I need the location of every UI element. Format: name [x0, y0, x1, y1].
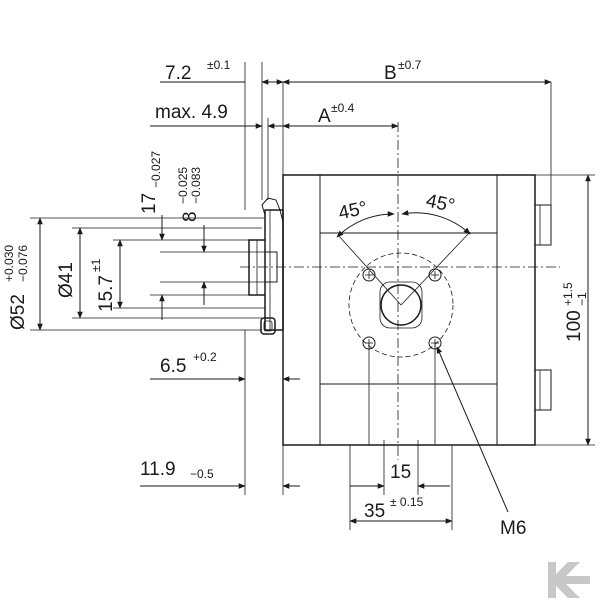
dim-41-value: Ø41 — [56, 262, 77, 298]
angle-45-right-label: 45° — [424, 190, 456, 217]
dim-max-4-9: max. 4.9 — [155, 102, 228, 123]
side-lugs — [534, 204, 552, 411]
angle-45-left-label: 45° — [337, 198, 369, 225]
dim-52-tol-upper: +0.030 — [2, 245, 16, 282]
dim-17-tol: −0.027 — [149, 151, 163, 188]
dim-8-tol-lower: −0.083 — [189, 167, 203, 204]
dim-B-value: B — [384, 63, 397, 84]
dim-100-value: 100 — [564, 310, 585, 342]
angle-arcs — [336, 210, 471, 238]
dim-B-tol: ±0.7 — [398, 58, 422, 72]
dim-11-9-tol: −0.5 — [190, 467, 214, 481]
port-bolt-pattern — [337, 231, 471, 358]
dim-11-9-value: 11.9 — [140, 459, 176, 480]
dim-15-value: 15 — [390, 462, 411, 483]
dim-35-value: 35 — [364, 501, 385, 522]
dim-A-tol: ±0.4 — [331, 101, 355, 115]
pump-body — [282, 174, 536, 446]
dim-52-value: Ø52 — [8, 294, 29, 330]
dim-100-tol-lower: −1 — [575, 292, 589, 306]
flange-shaft — [248, 197, 284, 335]
dim-15-7-tol: ±1 — [89, 258, 103, 272]
dim-lines-right — [535, 174, 595, 446]
brand-k-arrow-logo — [548, 562, 590, 598]
dim-lines-bottom — [140, 330, 509, 530]
dim-7-2-tol: ±0.1 — [207, 58, 231, 72]
dim-52-tol-lower: −0.076 — [16, 245, 30, 282]
center-lines — [240, 122, 560, 460]
dim-8-value: 8 — [180, 211, 201, 222]
dim-15-7-value: 15.7 — [96, 275, 117, 312]
dim-lines-left — [30, 215, 265, 331]
dim-35-tol: ± 0.15 — [390, 495, 424, 509]
dim-A-value: A — [318, 106, 331, 127]
dim-M6-label: M6 — [500, 518, 526, 539]
dim-6-5-tol: +0.2 — [193, 350, 217, 364]
dim-8-tol-upper: −0.025 — [176, 167, 190, 204]
dim-7-2-value: 7.2 — [165, 63, 191, 84]
dim-100-tol-upper: +1.5 — [561, 282, 575, 306]
dim-6-5-value: 6.5 — [160, 356, 186, 377]
dim-17-value: 17 — [139, 193, 160, 214]
dim-lines-top — [150, 62, 552, 210]
